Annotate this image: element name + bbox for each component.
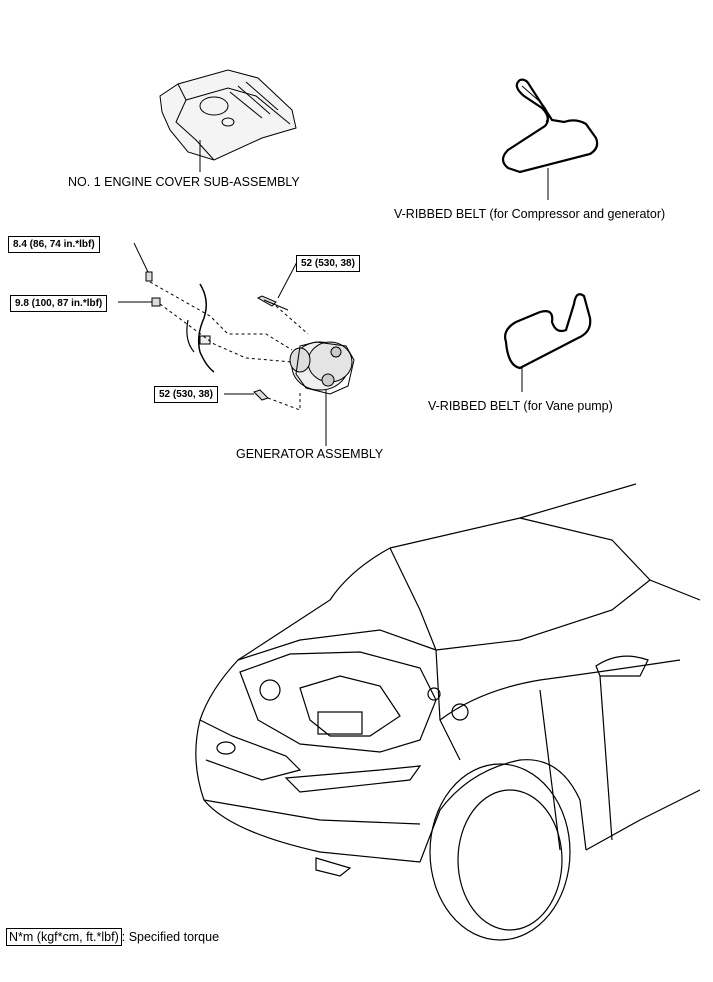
belt-compressor-drawing [501, 78, 599, 200]
vehicle-drawing [195, 483, 701, 941]
torque-spec-4: 52 (530, 38) [154, 386, 218, 403]
belt-vane-pump-label: V-RIBBED BELT (for Vane pump) [428, 399, 613, 413]
engine-cover-label: NO. 1 ENGINE COVER SUB-ASSEMBLY [68, 175, 300, 189]
torque-spec-2: 9.8 (100, 87 in.*lbf) [10, 295, 108, 312]
belt-vane-pump-drawing [504, 293, 592, 392]
belt-compressor-label: V-RIBBED BELT (for Compressor and genera… [394, 207, 666, 221]
generator-assembly-drawing [118, 242, 355, 446]
torque-legend: N*m (kgf*cm, ft.*lbf): Specified torque [6, 928, 220, 946]
torque-unit-box: N*m (kgf*cm, ft.*lbf) [6, 928, 122, 946]
torque-spec-1: 8.4 (86, 74 in.*lbf) [8, 236, 100, 253]
torque-legend-text: : Specified torque [121, 930, 220, 944]
generator-label: GENERATOR ASSEMBLY [236, 447, 384, 461]
engine-cover-drawing [159, 69, 297, 172]
torque-spec-3: 52 (530, 38) [296, 255, 360, 272]
